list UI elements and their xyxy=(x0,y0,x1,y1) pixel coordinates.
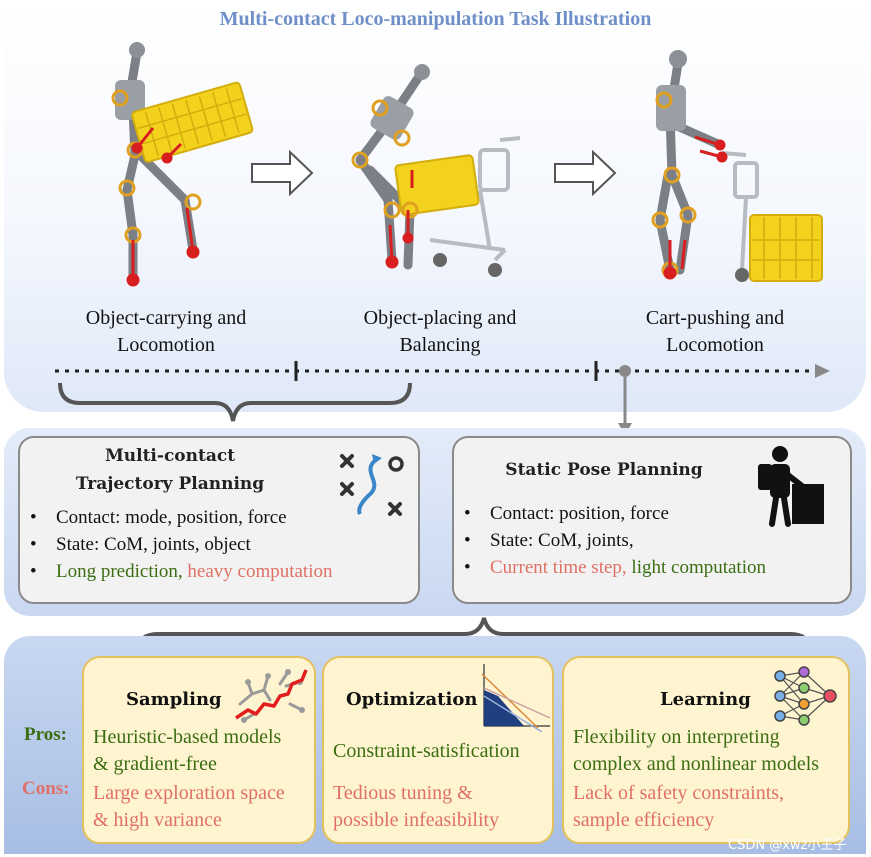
pro-text: Long prediction, xyxy=(56,561,183,582)
bullet-text: State: CoM, joints, xyxy=(490,530,634,551)
static-pose-planning-box: Static Pose Planning •Contact: position,… xyxy=(452,436,852,604)
bullet-item: •State: CoM, joints, xyxy=(464,530,634,551)
trajectory-brace xyxy=(58,382,412,422)
stage-label-carrying: Object-carrying and Locomotion xyxy=(46,305,286,359)
trajectory-bullets: •Contact: mode, position, force •State: … xyxy=(30,504,333,585)
con-line: & high variance xyxy=(93,809,222,831)
optimization-cons: Tedious tuning & possible infeasibility xyxy=(333,780,499,834)
trajectory-planning-box: Multi-contact Trajectory Planning •Conta… xyxy=(18,436,420,604)
robot-placing-illustration xyxy=(351,64,521,277)
learning-cons: Lack of safety constraints, sample effic… xyxy=(573,780,784,834)
bullet-item: •State: CoM, joints, object xyxy=(30,534,251,555)
stage-label-placing: Object-placing and Balancing xyxy=(320,305,560,359)
timeline-arrowhead xyxy=(815,364,830,378)
pro-text: light computation xyxy=(626,557,766,578)
optimization-pros: Constraint-satisfication xyxy=(333,738,520,765)
sampling-box: Sampling Heuristic-based models & gradie… xyxy=(82,656,316,844)
con-text: heavy computation xyxy=(182,561,333,582)
static-bullets: •Contact: position, force •State: CoM, j… xyxy=(464,500,766,581)
stage-label-line: Object-carrying and xyxy=(85,307,247,329)
bullet-text: Contact: mode, position, force xyxy=(56,507,287,528)
learning-pros: Flexibility on interpreting complex and … xyxy=(573,724,819,778)
sampling-pros: Heuristic-based models & gradient-free xyxy=(93,724,281,778)
bullet-item: •Long prediction, heavy computation xyxy=(30,561,333,582)
pro-line: Flexibility on interpreting xyxy=(573,726,780,748)
con-line: Tedious tuning & xyxy=(333,782,473,804)
timeline-and-connectors xyxy=(55,361,830,435)
sampling-tree-icon xyxy=(235,669,308,723)
static-title: Static Pose Planning xyxy=(505,460,703,480)
pro-line: Heuristic-based models xyxy=(93,726,282,748)
pro-line: complex and nonlinear models xyxy=(573,753,820,775)
trajectory-title-line: Multi-contact xyxy=(104,446,236,466)
bullet-text: Contact: position, force xyxy=(490,503,669,524)
trajectory-title: Multi-contact Trajectory Planning xyxy=(20,442,320,498)
trajectory-title-line: Trajectory Planning xyxy=(75,474,265,494)
neural-network-icon xyxy=(774,666,837,726)
learning-box: Learning Flexibility on interpreting com… xyxy=(562,656,850,844)
current-time-marker xyxy=(619,365,631,377)
pro-line: & gradient-free xyxy=(93,753,217,775)
pros-label: Pros: xyxy=(24,724,67,745)
sampling-cons: Large exploration space & high variance xyxy=(93,780,285,834)
robot-carrying-illustration xyxy=(111,42,254,287)
method-title: Optimization xyxy=(346,689,478,710)
methods-brace xyxy=(136,617,812,653)
stage-label-line: Locomotion xyxy=(117,334,215,356)
arrow-right-icon xyxy=(251,150,314,196)
arrow-right-icon xyxy=(554,150,617,196)
method-title: Learning xyxy=(660,689,751,710)
stage-label-pushing: Cart-pushing and Locomotion xyxy=(595,305,835,359)
watermark: CSDN @xwz小王子 xyxy=(728,838,847,853)
method-title: Sampling xyxy=(126,689,222,710)
con-line: Lack of safety constraints, xyxy=(573,782,785,804)
con-line: Large exploration space xyxy=(93,782,285,804)
stage-label-line: Object-placing and xyxy=(363,307,517,329)
bullet-item: •Current time step, light computation xyxy=(464,557,766,578)
bullet-item: •Contact: mode, position, force xyxy=(30,507,287,528)
main-title: Multi-contact Loco-manipulation Task Ill… xyxy=(219,8,652,30)
optimization-box: Optimization Constraint-satisfication Te… xyxy=(322,656,554,844)
stage-label-line: Balancing xyxy=(399,334,481,356)
con-line: possible infeasibility xyxy=(333,809,500,831)
stage-label-line: Cart-pushing and xyxy=(645,307,785,329)
robot-silhouette-icon xyxy=(758,446,824,527)
trajectory-path-icon xyxy=(340,454,404,516)
feasible-region-chart-icon xyxy=(481,664,551,732)
cons-label: Cons: xyxy=(22,778,70,799)
con-line: sample efficiency xyxy=(573,809,715,831)
stage-label-line: Locomotion xyxy=(666,334,764,356)
pro-line: Constraint-satisfication xyxy=(333,740,520,762)
bullet-text: State: CoM, joints, object xyxy=(56,534,251,555)
robot-pushing-illustration xyxy=(651,50,823,282)
con-text: Current time step, xyxy=(490,557,627,578)
bullet-item: •Contact: position, force xyxy=(464,503,669,524)
